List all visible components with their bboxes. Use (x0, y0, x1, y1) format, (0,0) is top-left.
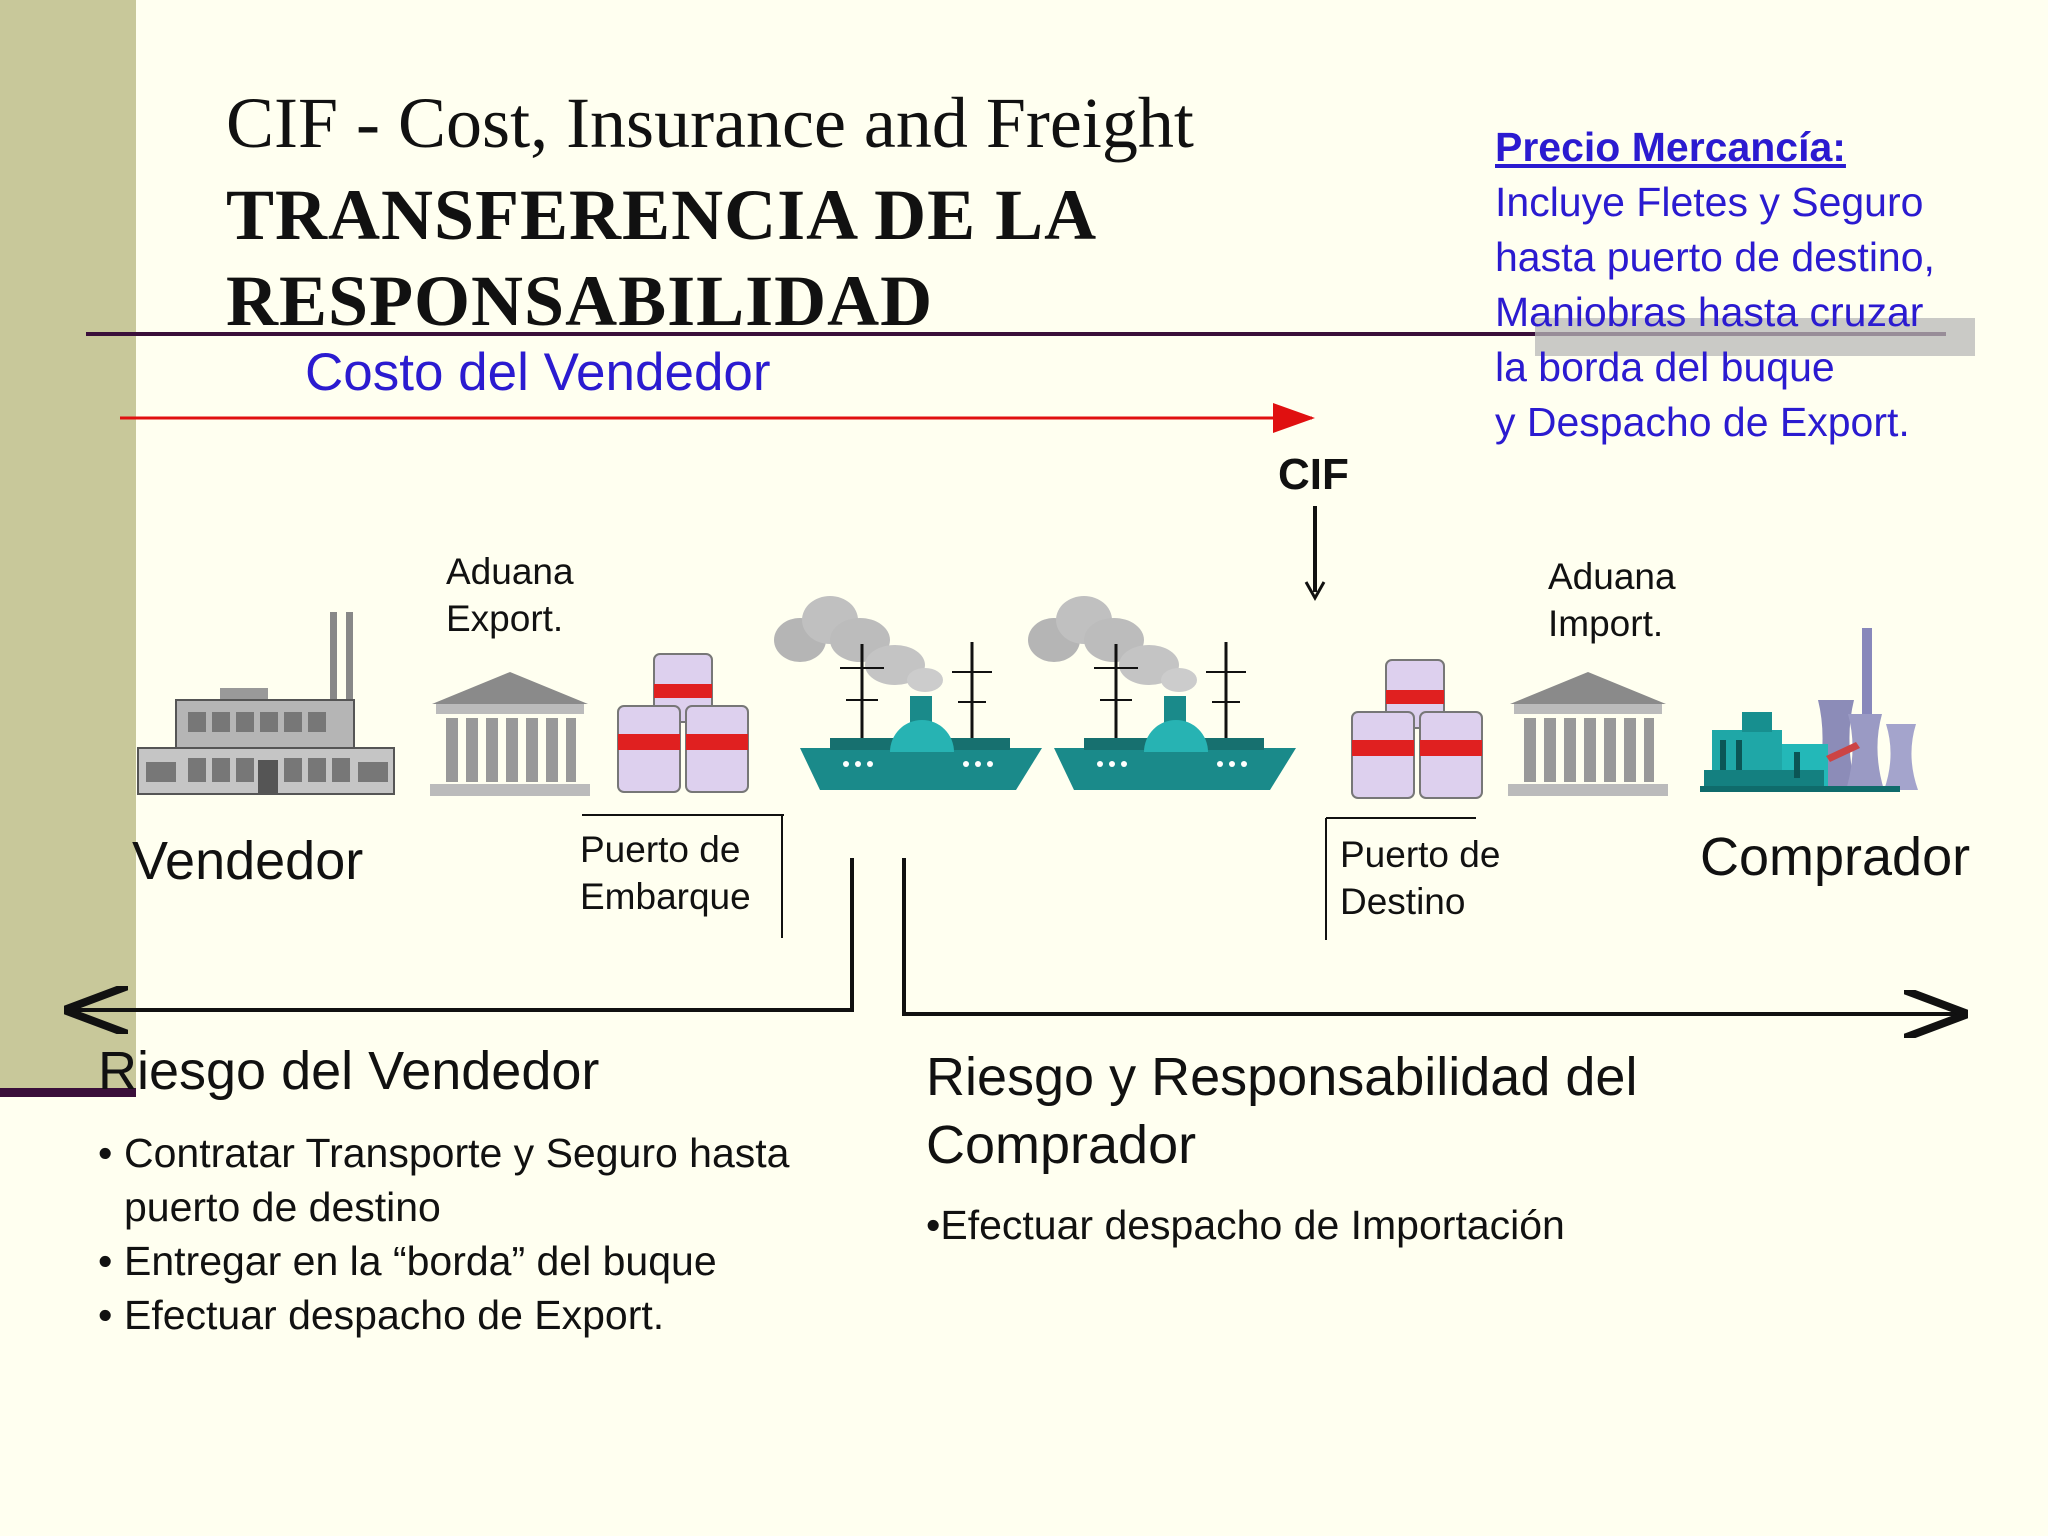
port-embarque-label-line: Embarque (580, 876, 751, 917)
cargo-export-icon (617, 653, 749, 793)
list-item-text: Efectuar despacho de Export. (124, 1292, 665, 1338)
customs-export-label-line: Aduana (446, 551, 574, 592)
list-item: •Efectuar despacho de Export. (98, 1288, 789, 1342)
seller-risk-title: Riesgo del Vendedor (98, 1041, 600, 1101)
list-item: •Entregar en la “borda” del buque (98, 1234, 789, 1288)
highlight-block (1535, 318, 1975, 356)
list-item: •Contratar Transporte y Seguro hasta puer… (98, 1126, 789, 1234)
list-item-text: Efectuar despacho de Importación (940, 1202, 1565, 1248)
port-embarque-label-line: Puerto de (580, 829, 741, 870)
seller-cost-label: Costo del Vendedor (305, 343, 771, 402)
price-note-line: hasta puerto de destino, (1495, 234, 1935, 280)
seller-risk-arrow (72, 858, 854, 1010)
title-divider (86, 332, 1946, 336)
ship-icon (1028, 596, 1296, 790)
list-item-text: Contratar Transporte y Seguro hasta (124, 1130, 790, 1176)
buyer-risk-title: Riesgo y Responsabilidad del Comprador (926, 1043, 1726, 1179)
cif-arrow-head (1304, 581, 1326, 602)
price-note-line: Maniobras hasta cruzar (1495, 289, 1924, 335)
customs-export-label: Aduana Export. (446, 548, 574, 642)
buyer-risk-title-line: Riesgo y Responsabilidad del (926, 1047, 1638, 1107)
buyer-risk-arrow (902, 858, 1960, 1014)
ship-icon (774, 596, 1042, 790)
price-note-line: Incluye Fletes y Seguro (1495, 179, 1924, 225)
customs-import-label-line: Aduana (1548, 556, 1676, 597)
sidebar-divider (0, 1088, 136, 1097)
price-note-line: la borda del buque (1495, 344, 1835, 390)
buyer-risk-title-line: Comprador (926, 1115, 1197, 1175)
slide-title: CIF - Cost, Insurance and Freight (226, 83, 1194, 163)
cif-marker-label: CIF (1278, 450, 1349, 499)
price-note-heading: Precio Mercancía: (1495, 124, 1846, 170)
factory-icon (137, 612, 395, 795)
list-item-text: puerto de destino (124, 1184, 441, 1230)
price-note: Precio Mercancía: Incluye Fletes y Segur… (1495, 120, 1995, 450)
list-item: •Efectuar despacho de Importación (926, 1202, 1565, 1249)
port-destino-label: Puerto de Destino (1340, 831, 1500, 925)
seller-label: Vendedor (132, 831, 364, 891)
customs-import-label: Aduana Import. (1548, 553, 1676, 647)
list-item-text: Entregar en la “borda” del buque (124, 1238, 717, 1284)
bullet-icon: • (98, 1238, 113, 1284)
slide-subtitle: TRANSFERENCIA DE LA RESPONSABILIDAD (226, 175, 1094, 341)
customs-building-import-icon (1508, 672, 1668, 796)
port-destino-label-line: Puerto de (1340, 834, 1501, 875)
bullet-icon: • (926, 1202, 941, 1248)
power-plant-facility (1700, 712, 1900, 792)
port-destino-label-line: Destino (1340, 881, 1466, 922)
buyer-label: Comprador (1700, 827, 1971, 887)
sidebar-band (0, 0, 136, 1096)
customs-import-label-line: Import. (1548, 603, 1664, 644)
cargo-import-icon (1351, 659, 1483, 799)
port-embarque-label: Puerto de Embarque (580, 826, 751, 920)
customs-export-label-line: Export. (446, 598, 564, 639)
bullet-icon: • (98, 1292, 113, 1338)
buyer-risk-list: •Efectuar despacho de Importación (926, 1202, 1565, 1249)
customs-building-export-icon (430, 672, 590, 796)
power-plant-icon (1700, 628, 1918, 792)
price-note-line: y Despacho de Export. (1495, 399, 1910, 445)
bullet-icon: • (98, 1130, 113, 1176)
